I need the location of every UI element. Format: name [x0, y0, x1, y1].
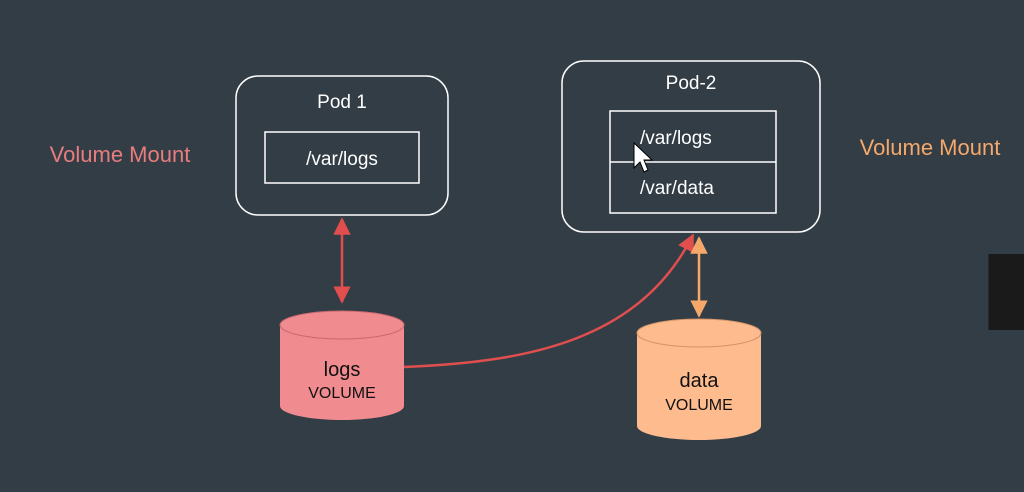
pod-1-mount-box — [264, 131, 420, 184]
pod-2: Pod-2 /var/logs /var/data — [561, 60, 821, 233]
data-volume-name: data — [680, 370, 720, 392]
logs-volume-name: logs — [324, 359, 361, 381]
side-panel-edge — [988, 254, 1024, 330]
pod-1-mount-logs: /var/logs — [306, 149, 378, 170]
volume-mount-label-left: Volume Mount — [50, 142, 191, 167]
logs-volume-top — [279, 310, 405, 340]
logs-volume-type: VOLUME — [308, 385, 376, 402]
logs-to-pod-2-connector — [403, 233, 695, 369]
pod-1-box — [235, 75, 449, 216]
pod-2-mount-logs: /var/logs — [640, 128, 712, 149]
pod-2-box — [561, 60, 821, 233]
mouse-cursor-icon — [633, 141, 654, 173]
pod-1: Pod 1 /var/logs — [235, 75, 449, 216]
data-volume: data VOLUME — [636, 318, 762, 440]
data-volume-type: VOLUME — [665, 397, 733, 414]
pod-2-mount-data: /var/data — [640, 178, 714, 199]
pod-1-title: Pod 1 — [317, 92, 367, 113]
logs-volume: logs VOLUME — [279, 310, 405, 420]
pod-2-title: Pod-2 — [666, 73, 717, 94]
data-volume-body — [637, 319, 761, 440]
data-volume-top — [636, 318, 762, 348]
logs-volume-body — [280, 311, 404, 420]
volume-mount-label-right: Volume Mount — [860, 135, 1001, 160]
